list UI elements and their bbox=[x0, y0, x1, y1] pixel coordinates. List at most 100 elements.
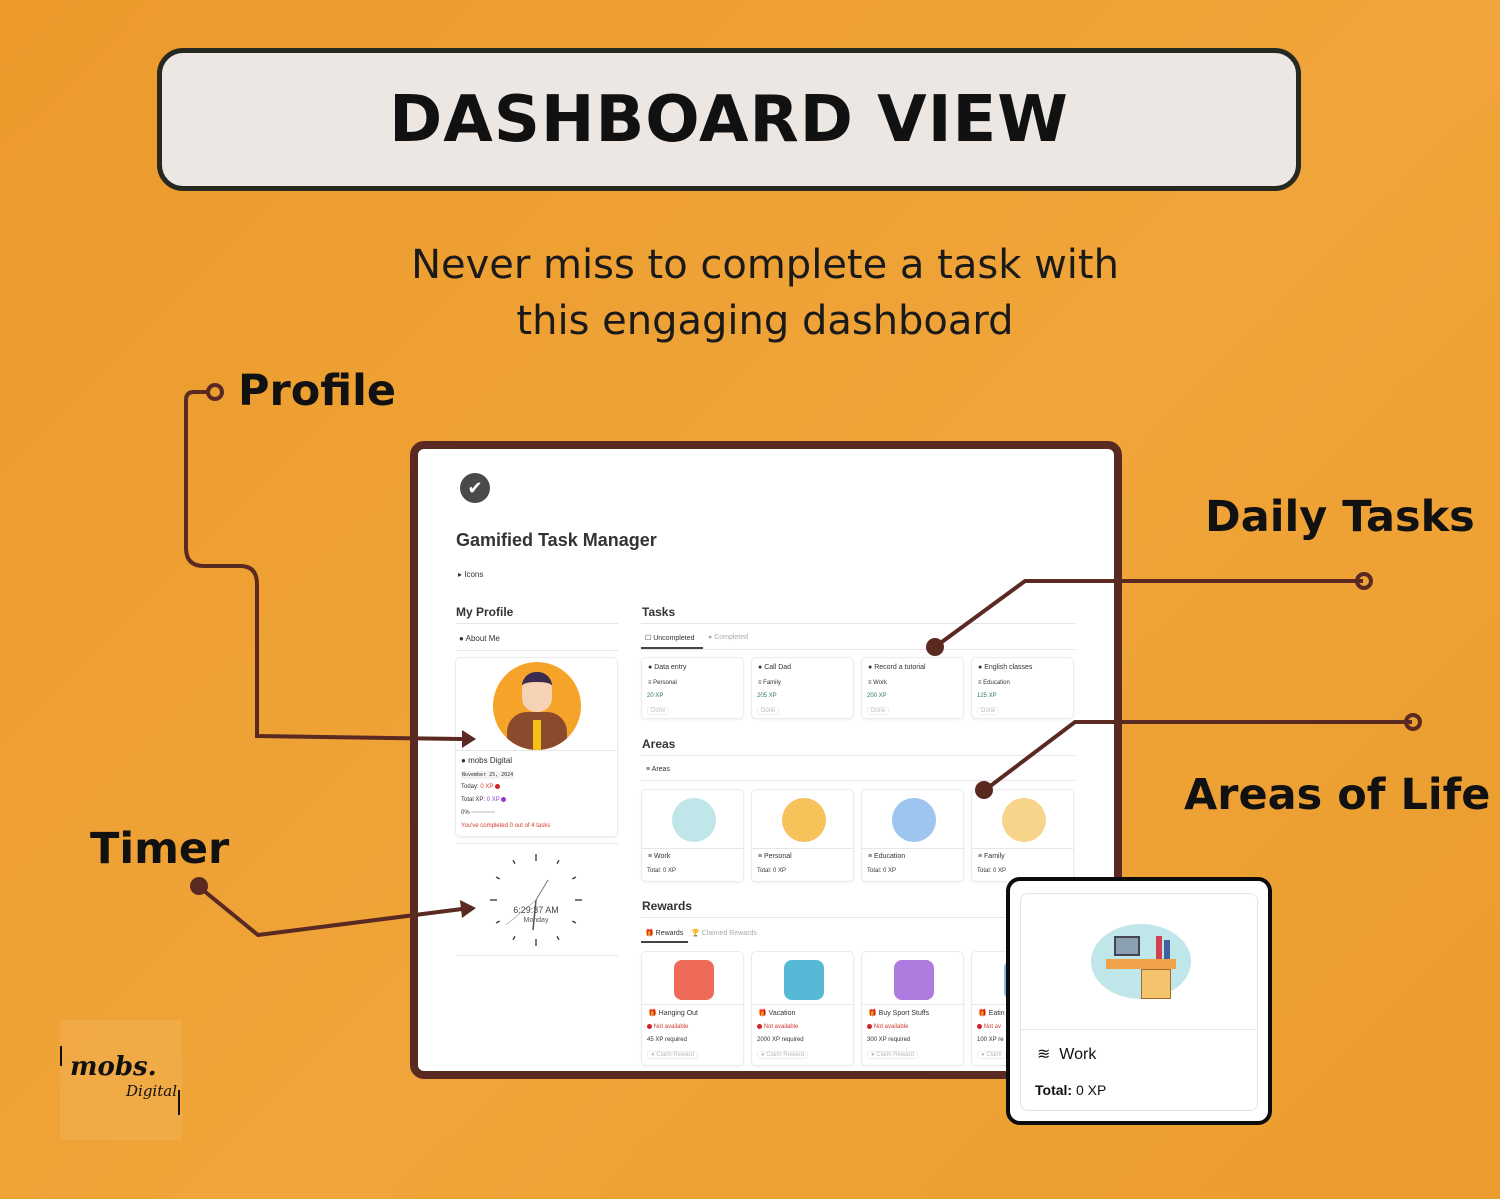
tab-areas[interactable]: ≡ Areas bbox=[646, 766, 670, 773]
tab-claimed-rewards[interactable]: 🏆 Claimed Rewards bbox=[691, 930, 757, 937]
claim-reward-button[interactable]: ● Claim bbox=[977, 1051, 1006, 1059]
subtitle-line-2: this engaging dashboard bbox=[516, 298, 1014, 344]
done-button[interactable]: Done bbox=[977, 707, 1000, 715]
area-total: Total: 0 XP bbox=[757, 868, 787, 874]
reward-card[interactable]: 🎁 Buy Sport Stuffs Not available 300 XP … bbox=[861, 951, 964, 1066]
area-illustration bbox=[672, 798, 716, 842]
page-title: DASHBOARD VIEW bbox=[389, 82, 1069, 157]
task-xp: 200 XP bbox=[867, 693, 887, 699]
tab-label: About Me bbox=[465, 634, 500, 643]
tab-completed[interactable]: ● Completed bbox=[708, 634, 749, 641]
area-total: Total: 0 XP bbox=[977, 868, 1007, 874]
reward-illustration bbox=[784, 960, 824, 1000]
total-label: Total XP: bbox=[461, 797, 486, 804]
app-title: Gamified Task Manager bbox=[456, 530, 657, 550]
area-card[interactable]: ≡ Education Total: 0 XP bbox=[861, 789, 964, 882]
area-name: Family bbox=[984, 853, 1005, 860]
subtitle-line-1: Never miss to complete a task with bbox=[411, 242, 1119, 288]
clock-time: 6:29:37 AM bbox=[513, 905, 559, 915]
reward-name: Eatin bbox=[988, 1010, 1005, 1017]
done-button[interactable]: Done bbox=[867, 707, 890, 715]
reward-illustration bbox=[674, 960, 714, 1000]
total-value: 0 XP bbox=[1075, 1082, 1107, 1098]
reward-status: Not av bbox=[983, 1024, 1002, 1031]
desk-illustration bbox=[1086, 914, 1196, 1009]
tab-label: Claimed Rewards bbox=[701, 930, 757, 937]
reward-status: Not available bbox=[763, 1024, 799, 1031]
button-label: Claim Reward bbox=[656, 1052, 694, 1058]
claim-reward-button[interactable]: ● Claim Reward bbox=[647, 1051, 698, 1059]
task-name: Record a tutorial bbox=[874, 664, 926, 671]
area-card[interactable]: ≡ Family Total: 0 XP bbox=[971, 789, 1074, 882]
callout-daily-tasks: Daily Tasks bbox=[1205, 492, 1475, 542]
task-card[interactable]: ● Record a tutorial ≡ Work 200 XP Done bbox=[861, 657, 964, 719]
callout-areas: Areas of Life bbox=[1184, 770, 1491, 820]
reward-card[interactable]: 🎁 Hanging Out Not available 45 XP requir… bbox=[641, 951, 744, 1066]
done-button[interactable]: Done bbox=[647, 707, 670, 715]
layers-icon: ≋ bbox=[1037, 1046, 1051, 1063]
area-card[interactable]: ≡ Personal Total: 0 XP bbox=[751, 789, 854, 882]
profile-date: November 25, 2024 bbox=[461, 771, 515, 779]
reward-card[interactable]: 🎁 Vacation Not available 2000 XP require… bbox=[751, 951, 854, 1066]
area-name: Work bbox=[1059, 1046, 1097, 1063]
profile-card: ● mobs Digital November 25, 2024 Today: … bbox=[455, 657, 618, 837]
reward-name: Buy Sport Stuffs bbox=[878, 1010, 930, 1017]
today-xp: 0 XP bbox=[480, 784, 494, 791]
tasks-heading: Tasks bbox=[642, 605, 676, 619]
area-card[interactable]: ≡ Work Total: 0 XP bbox=[641, 789, 744, 882]
area-illustration bbox=[782, 798, 826, 842]
tab-label: Rewards bbox=[655, 930, 684, 937]
reward-name: Hanging Out bbox=[658, 1010, 698, 1017]
area-total: Total: 0 XP bbox=[867, 868, 897, 874]
task-name: English classes bbox=[984, 664, 1033, 671]
tab-rewards[interactable]: 🎁 Rewards bbox=[645, 930, 684, 937]
tab-label: Uncompleted bbox=[653, 635, 695, 642]
done-button[interactable]: Done bbox=[757, 707, 780, 715]
reward-requirement: 45 XP required bbox=[647, 1037, 687, 1043]
brand-logo: mobs. Digital bbox=[60, 1020, 182, 1140]
reward-illustration bbox=[894, 960, 934, 1000]
reward-requirement: 300 XP required bbox=[867, 1037, 911, 1043]
avatar bbox=[493, 662, 581, 750]
tab-uncompleted[interactable]: ☐ Uncompleted bbox=[645, 635, 695, 642]
claim-reward-button[interactable]: ● Claim Reward bbox=[757, 1051, 808, 1059]
total-label: Total: bbox=[1035, 1082, 1073, 1098]
total-xp: 0 XP bbox=[486, 797, 500, 804]
task-xp: 125 XP bbox=[977, 693, 997, 699]
task-card[interactable]: ● English classes ≡ Education 125 XP Don… bbox=[971, 657, 1074, 719]
task-xp: 20 XP bbox=[647, 693, 664, 699]
callout-timer: Timer bbox=[90, 824, 230, 874]
reward-requirement: 100 XP re bbox=[977, 1037, 1004, 1043]
icons-toggle[interactable]: ▸ Icons bbox=[458, 570, 484, 579]
area-name: Work bbox=[654, 853, 671, 860]
button-label: Claim Reward bbox=[766, 1052, 804, 1058]
reward-name: Vacation bbox=[768, 1010, 796, 1017]
task-name: Data entry bbox=[654, 664, 687, 671]
completed-text: You've completed 0 out of 4 tasks bbox=[461, 823, 551, 829]
area-illustration bbox=[1002, 798, 1046, 842]
task-xp: 205 XP bbox=[757, 693, 777, 699]
task-area: Family bbox=[763, 680, 781, 686]
button-label: Claim bbox=[986, 1052, 1002, 1058]
toggle-label: Icons bbox=[464, 570, 484, 579]
area-name: Personal bbox=[764, 853, 792, 860]
clock-day: Monday bbox=[523, 917, 549, 924]
progress-text: 0% bbox=[461, 810, 470, 816]
task-card[interactable]: ● Call Dad ≡ Family 205 XP Done bbox=[751, 657, 854, 719]
title-banner: DASHBOARD VIEW bbox=[157, 48, 1301, 191]
check-circle-icon: ✔ bbox=[460, 473, 490, 503]
rewards-heading: Rewards bbox=[642, 899, 693, 913]
profile-heading: My Profile bbox=[456, 605, 514, 619]
zoom-area-name: ≋ Work bbox=[1037, 1044, 1096, 1064]
task-area: Personal bbox=[653, 680, 677, 686]
tab-about-me[interactable]: ● About Me bbox=[459, 634, 500, 643]
reward-status: Not available bbox=[653, 1024, 689, 1031]
task-card[interactable]: ● Data entry ≡ Personal 20 XP Done bbox=[641, 657, 744, 719]
profile-name: mobs Digital bbox=[468, 756, 513, 765]
area-total: Total: 0 XP bbox=[647, 868, 677, 874]
tab-label: Areas bbox=[651, 766, 670, 773]
button-label: Claim Reward bbox=[876, 1052, 914, 1058]
areas-heading: Areas bbox=[642, 737, 676, 751]
claim-reward-button[interactable]: ● Claim Reward bbox=[867, 1051, 918, 1059]
task-area: Work bbox=[873, 680, 888, 686]
